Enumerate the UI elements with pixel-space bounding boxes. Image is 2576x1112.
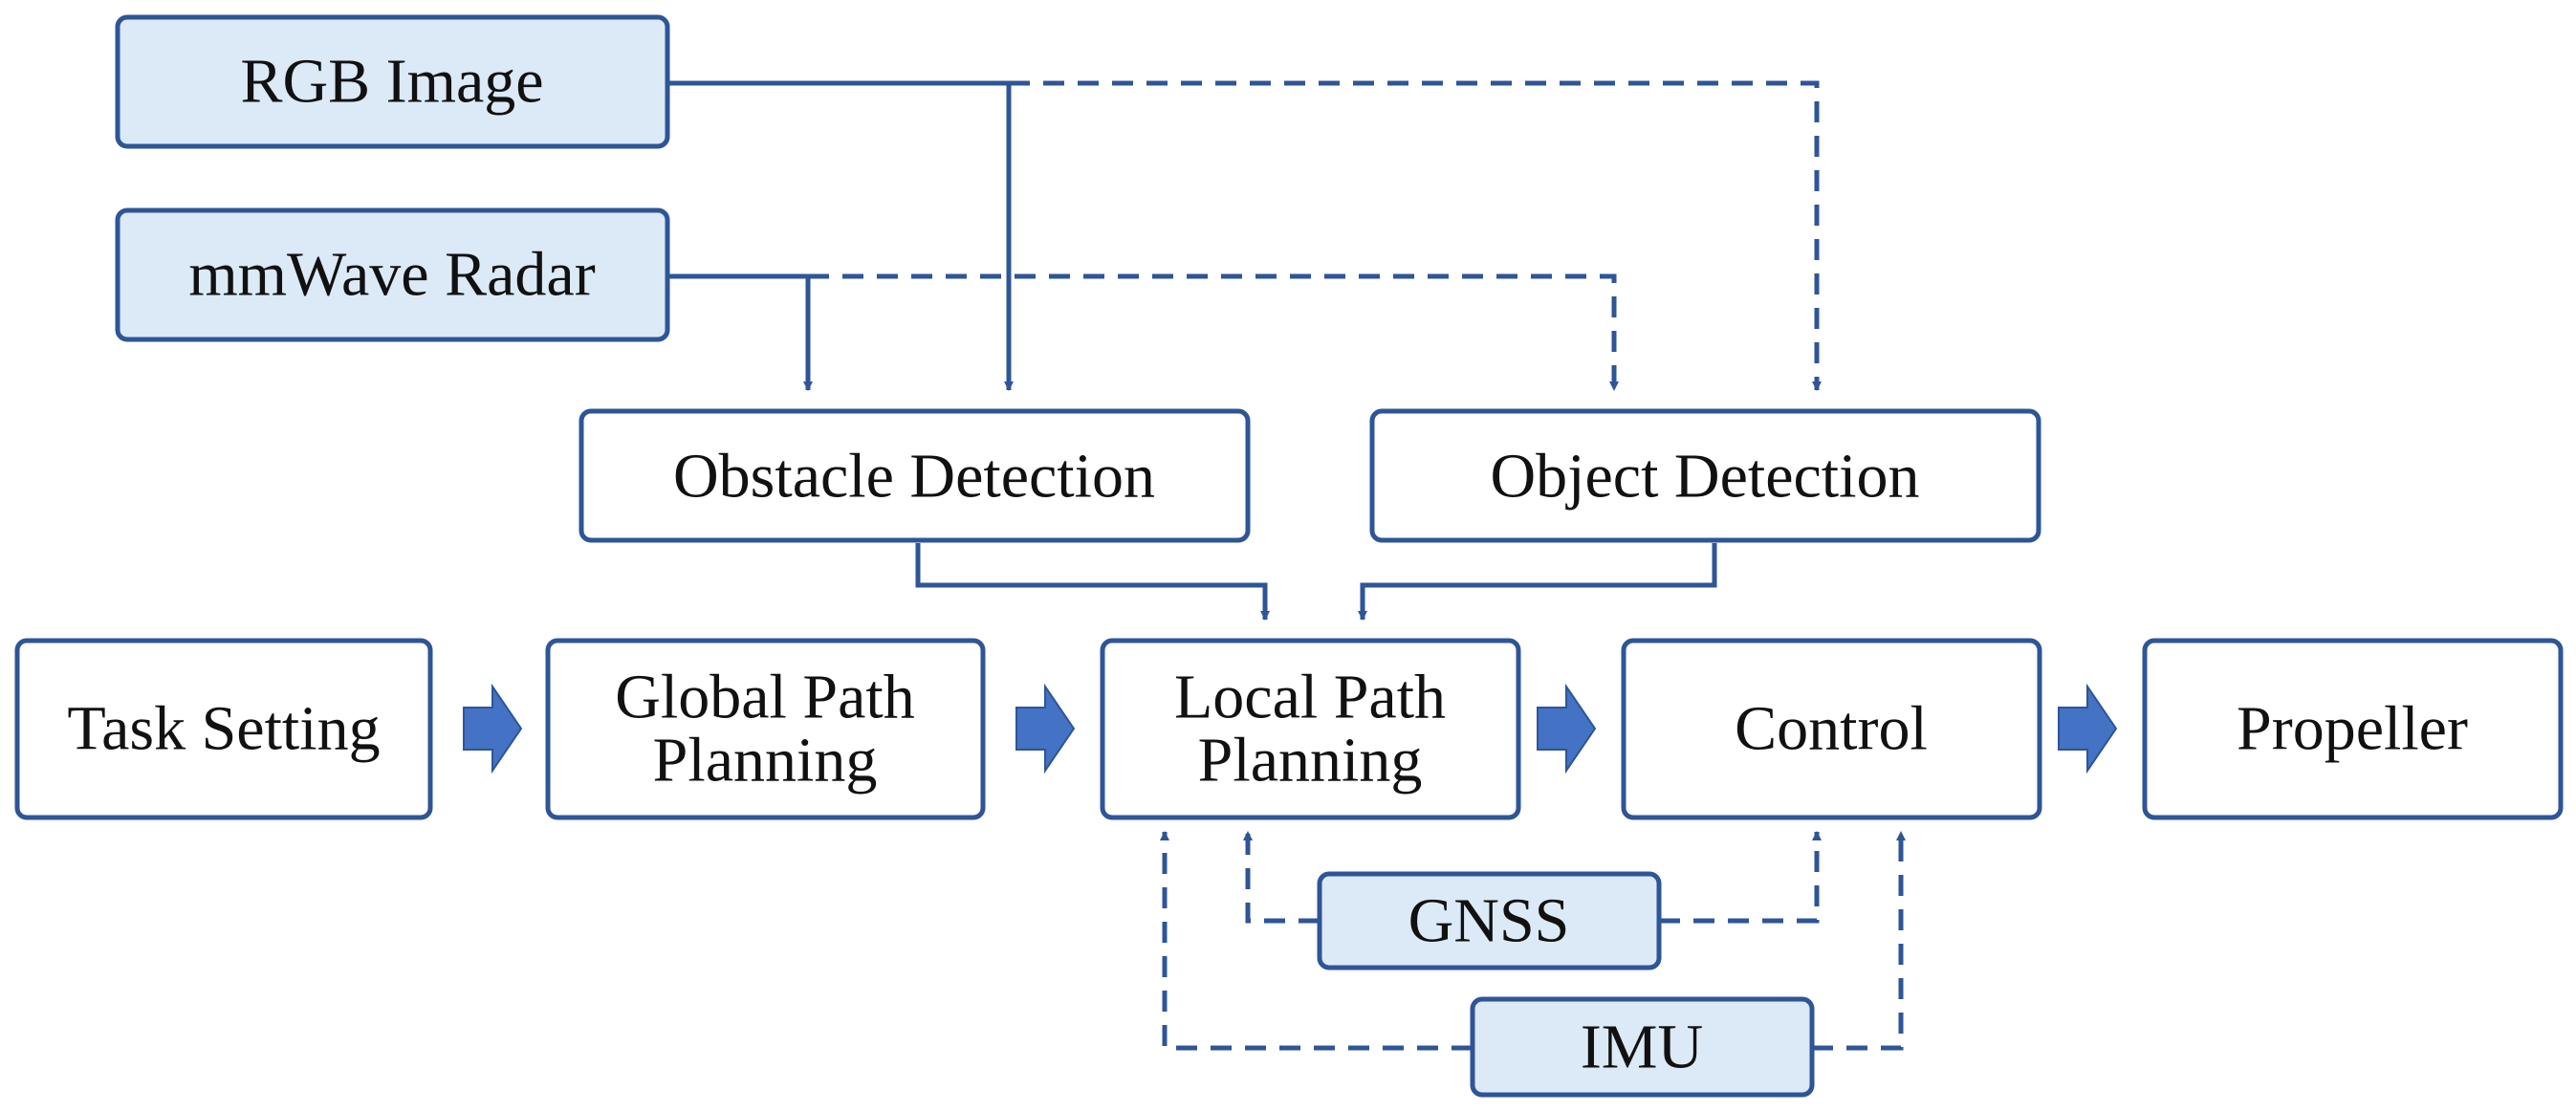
node-task-setting: Task Setting bbox=[14, 638, 433, 820]
node-mmwave-radar: mmWave Radar bbox=[115, 207, 670, 342]
edge-rgb-to-object bbox=[1009, 80, 1822, 391]
node-label-line: Local Path bbox=[1174, 663, 1446, 732]
node-control-label: Control bbox=[1735, 694, 1928, 764]
node-object-detection: Object Detection bbox=[1369, 408, 2041, 543]
node-label-line: Global Path bbox=[615, 663, 914, 732]
block-arrow-local-to-control bbox=[1537, 683, 1597, 774]
node-mmwave-radar-label: mmWave Radar bbox=[188, 240, 595, 310]
node-object-detection-label: Object Detection bbox=[1491, 442, 1920, 512]
block-arrow-control-to-propeller bbox=[2058, 683, 2118, 774]
edge-radar-to-obstacle bbox=[669, 273, 813, 391]
edge-radar-to-object bbox=[808, 273, 1619, 391]
node-imu: IMU bbox=[1470, 996, 1815, 1098]
node-rgb-image: RGB Image bbox=[115, 14, 670, 149]
edge-gnss-to-control bbox=[1659, 831, 1822, 924]
node-control: Control bbox=[1621, 638, 2042, 820]
edge-rgb-to-obstacle bbox=[669, 80, 1014, 391]
node-rgb-image-label: RGB Image bbox=[240, 47, 543, 117]
edge-object-to-local bbox=[1358, 543, 1717, 621]
edge-obstacle-to-local bbox=[915, 543, 1270, 621]
node-propeller: Propeller bbox=[2142, 638, 2564, 820]
edge-imu-to-control bbox=[1812, 831, 1906, 1051]
node-label-line: Planning bbox=[653, 726, 878, 796]
node-gnss-label: GNSS bbox=[1408, 886, 1570, 956]
node-label-line: Planning bbox=[1198, 726, 1423, 796]
edge-gnss-to-local bbox=[1243, 831, 1320, 924]
block-arrow-task-to-global bbox=[463, 683, 523, 774]
node-gnss: GNSS bbox=[1317, 871, 1662, 970]
node-obstacle-detection: Obstacle Detection bbox=[579, 408, 1251, 543]
block-arrow-global-to-local bbox=[1015, 683, 1076, 774]
node-imu-label: IMU bbox=[1581, 1013, 1703, 1082]
node-task-setting-label: Task Setting bbox=[67, 694, 380, 764]
node-obstacle-detection-label: Obstacle Detection bbox=[673, 442, 1155, 512]
edge-imu-to-local bbox=[1160, 831, 1473, 1051]
node-propeller-label: Propeller bbox=[2237, 694, 2468, 764]
